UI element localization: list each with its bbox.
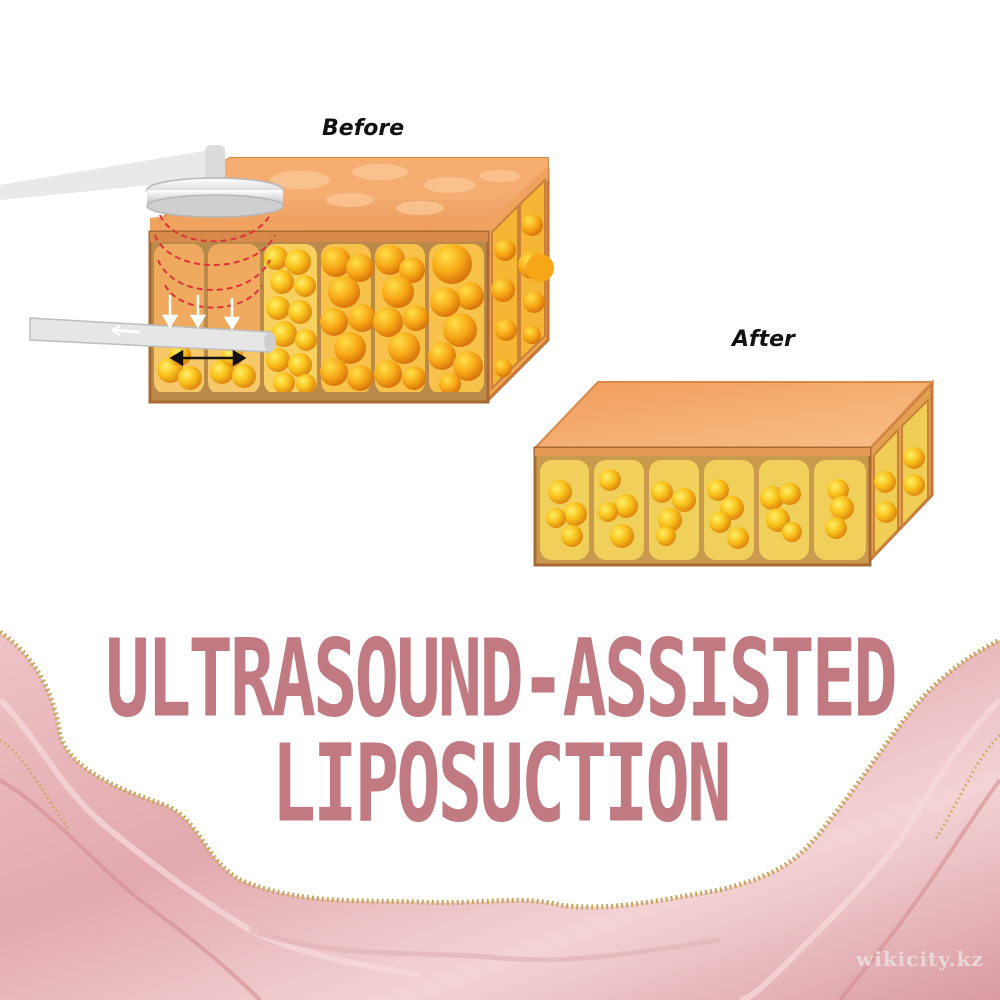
cannula-icon: [29, 317, 276, 353]
title-line-2: LIPOSUCTION: [271, 722, 731, 847]
before-label: Before: [322, 116, 405, 141]
after-label: After: [732, 327, 795, 352]
watermark: wikicity.kz: [856, 947, 984, 971]
before-fat-block: [147, 157, 554, 404]
double-arrow-icon: [169, 349, 247, 367]
ultrasound-waves: [154, 214, 276, 309]
down-arrow-icon: [161, 295, 241, 331]
ultrasound-probe-icon: [0, 145, 284, 218]
after-fat-block: [532, 379, 935, 567]
title-line-1: ULTRASOUND-ASSISTED: [105, 617, 897, 742]
marble-background: [0, 629, 1000, 1000]
